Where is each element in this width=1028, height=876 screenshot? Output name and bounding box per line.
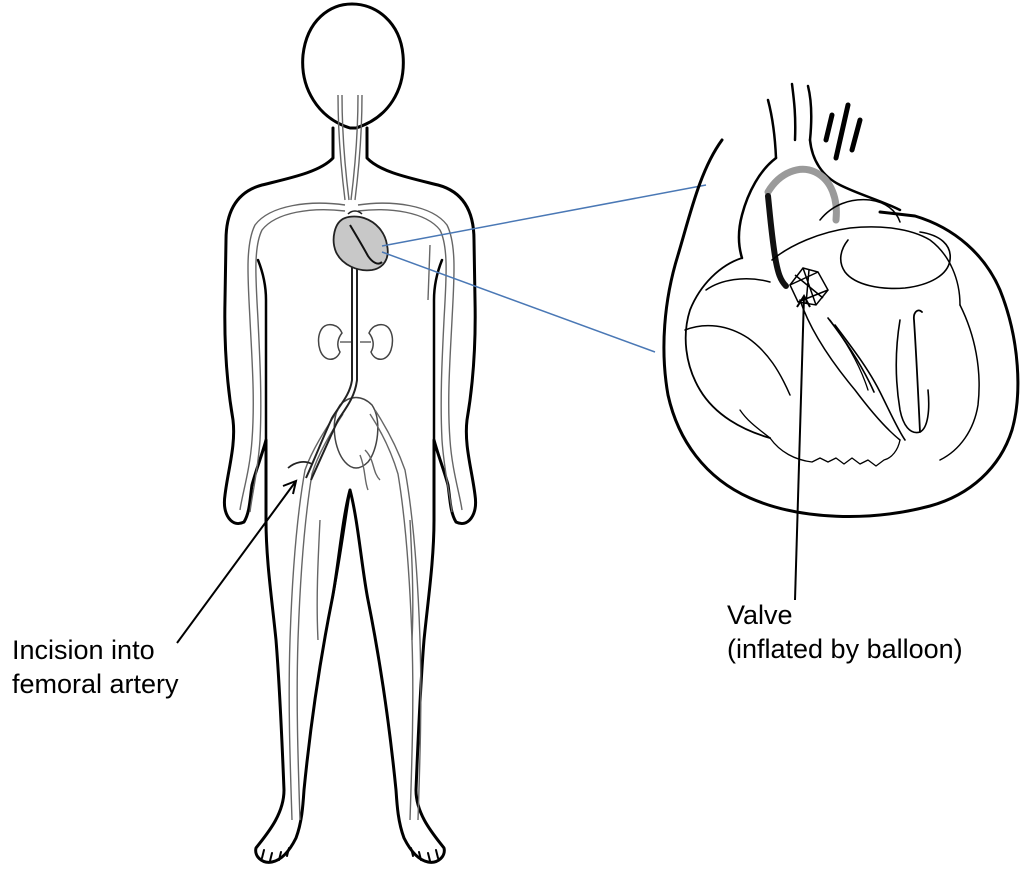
valve-label-line2: (inflated by balloon) (727, 632, 963, 666)
incision-label: Incision into femoral artery (12, 633, 179, 701)
incision-label-line1: Incision into (12, 633, 179, 667)
hook-wire (914, 310, 922, 432)
incision-label-line2: femoral artery (12, 667, 179, 701)
body-figure (224, 4, 475, 862)
great-vessels (768, 84, 811, 158)
incision-pointer (177, 481, 296, 643)
ventricle-wall (770, 438, 900, 466)
heart-outline (664, 140, 1018, 516)
valve-pointer (795, 296, 804, 600)
head-outline (303, 4, 404, 128)
catheter (768, 196, 786, 286)
bladder (334, 398, 378, 469)
aorta-catheter (306, 265, 357, 480)
body-heart (334, 211, 388, 270)
zoom-connector (382, 185, 706, 352)
crotch-line (332, 490, 350, 600)
valve-label: Valve (inflated by balloon) (727, 598, 963, 666)
incision-marker (288, 462, 312, 468)
aortic-arch (768, 169, 836, 220)
valve-label-line1: Valve (727, 598, 963, 632)
enlarged-heart (664, 84, 1018, 516)
vessels (240, 95, 462, 820)
kidney-left (319, 325, 342, 360)
valve-stent (790, 268, 828, 305)
kidney-right (369, 325, 392, 360)
